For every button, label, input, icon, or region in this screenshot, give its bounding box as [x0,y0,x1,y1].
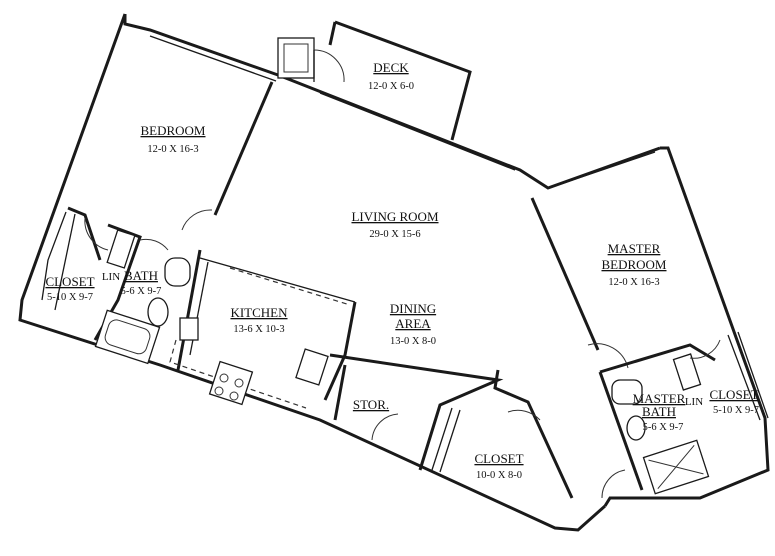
master-bath-sink [611,379,643,405]
bedroom-dims: 12-0 X 16-3 [147,144,198,155]
kitchen-name: KITCHEN [230,305,288,320]
dining-area-name-1: DINING [390,301,436,316]
bath-sink [164,257,191,287]
closet-center-name: CLOSET [474,451,523,466]
bath-tub [94,309,161,365]
wall-storage [329,353,504,471]
deck-wall-left [328,21,337,46]
master-bath-toilet [626,415,646,441]
closet-center-dims: 10-0 X 8-0 [476,470,522,481]
bedroom-door-swing [181,209,213,231]
kitchen-counter [199,257,356,303]
living-room-dims: 29-0 X 15-6 [369,229,420,240]
window-bedroom [149,35,277,82]
master-bedroom-name-1: MASTER [608,241,661,256]
room-kitchen: KITCHEN 13-6 X 10-3 [230,305,288,335]
window-master-bedroom [554,151,656,187]
wall-closet-center [493,369,574,499]
wall-kitchen-west [176,249,202,371]
exterior-wall-north-west [123,14,279,77]
stor-label: STOR. [353,397,389,412]
closet-right-name: CLOSET [709,387,758,402]
closet-center-door-swing [507,409,541,421]
deck-door-swing [313,49,345,83]
deck-outline [334,20,472,141]
dining-area-name-2: AREA [395,316,431,331]
room-closet-left: CLOSET 5-10 X 9-7 [45,274,94,303]
room-bedroom: BEDROOM 12-0 X 16-3 [140,123,205,155]
room-closet-right: CLOSET 5-10 X 9-7 [709,387,759,416]
kitchen-dims: 13-6 X 10-3 [233,324,284,335]
bath-dims: 5-6 X 9-7 [121,286,162,297]
exterior-wall-north [277,73,661,190]
wall-bedroom-south [67,206,102,261]
linen-right [672,353,702,391]
deck-name: DECK [373,60,409,75]
closet-left-shelf [41,211,67,301]
room-closet-center: CLOSET 10-0 X 8-0 [474,451,523,481]
bath-door-swing [139,238,169,251]
kitchen-peninsula [323,301,357,401]
bath-name: BATH [124,268,158,283]
bedroom-name: BEDROOM [140,123,205,138]
master-closet-shelf [727,334,761,421]
closet-left-dims: 5-10 X 9-7 [47,292,93,303]
linen-left [106,229,136,269]
closet-left-name: CLOSET [45,274,94,289]
lin-left-label: LIN [102,271,120,283]
master-bath-door-swing [601,469,626,499]
master-bath-name-2: BATH [642,404,676,419]
living-room-name: LIVING ROOM [351,209,438,224]
wall-master-bedroom-west [530,197,600,351]
master-closet-door-swing [689,339,721,359]
kitchen-upper-cabinets [229,267,351,306]
closet-center-shelf [431,407,453,471]
kitchen-fridge [295,348,329,386]
master-bedroom-dims: 12-0 X 16-3 [608,277,659,288]
room-deck: DECK 12-0 X 6-0 [368,60,414,92]
storage-door-swing [371,413,399,441]
kitchen-range [208,360,254,406]
closet-right-dims: 5-10 X 9-7 [713,405,759,416]
wall-bedroom-living [213,81,274,216]
master-bedroom-name-2: BEDROOM [601,257,666,272]
master-bath-dims: 5-6 X 9-7 [643,422,684,433]
room-dining-area: DINING AREA 13-0 X 8-0 [390,301,436,347]
dining-area-dims: 13-0 X 8-0 [390,336,436,347]
room-master-bath: MASTER BATH 5-6 X 9-7 [633,391,686,433]
master-bath-name-1: MASTER [633,391,686,406]
kitchen-sink [179,317,199,341]
exterior-wall-east [603,146,770,507]
lin-right-label: LIN [685,396,703,408]
closet-door-swing [84,217,109,251]
room-living-room: LIVING ROOM 29-0 X 15-6 [351,209,438,240]
deck-dims: 12-0 X 6-0 [368,81,414,92]
room-master-bedroom: MASTER BEDROOM 12-0 X 16-3 [601,241,666,288]
window-living-room [319,92,516,171]
room-bath: BATH 5-6 X 9-7 [121,268,162,297]
bath-toilet [147,297,169,327]
